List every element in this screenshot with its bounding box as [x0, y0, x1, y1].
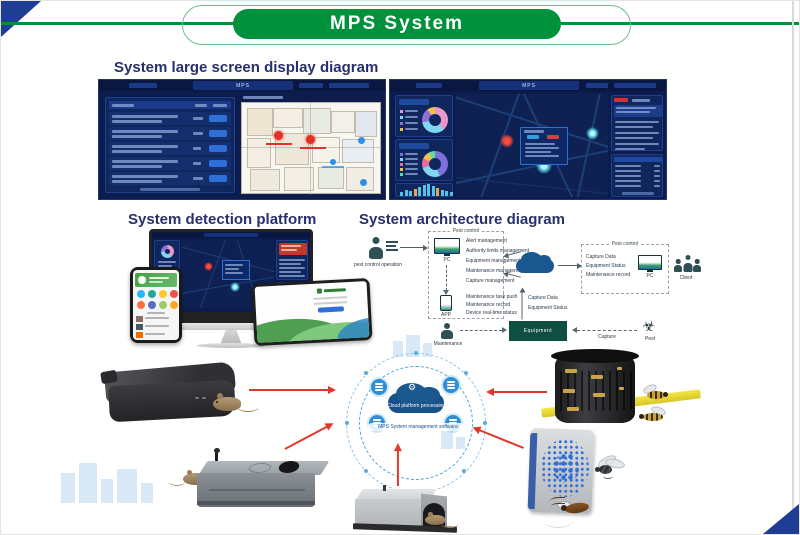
left-box-title: Pest control: [449, 228, 483, 234]
detection-tablet: [251, 277, 373, 347]
pc-label-right: PC: [646, 273, 654, 279]
right-item-2: Maintenance record: [586, 272, 631, 278]
pc-monitor-icon-right: [638, 255, 662, 270]
alert-feed-panel: [611, 95, 663, 151]
device-marker-blue: [358, 137, 365, 144]
brand-pill: MPS System: [233, 9, 561, 39]
dashboard-map-screen: MPS: [389, 79, 667, 200]
left-item-0: Alert management: [466, 238, 507, 244]
app-item-1: Maintenance record: [466, 302, 511, 308]
section-heading-detection: System detection platform: [128, 211, 317, 228]
dashboard2-topbar: MPS: [390, 80, 666, 91]
dashboard1-topbar: MPS: [99, 80, 385, 91]
arrow-equipment-to-cloud: [521, 291, 523, 320]
operator-icon: [368, 237, 384, 259]
satellite-network-icon: [443, 377, 459, 393]
arrow-operator-to-box: [400, 244, 428, 251]
cloud-platform-label: Cloud platform processing: [386, 403, 446, 409]
gear-icon: ⚙: [408, 382, 417, 392]
biohazard-icon: ☣: [642, 318, 656, 335]
pest-to-equipment-dashes: [577, 330, 637, 331]
skyline-watermark: [61, 473, 75, 503]
map-alert-dot: [500, 134, 514, 148]
device-wasp-trap: [539, 347, 707, 435]
section-heading-architecture: System architecture diagram: [359, 211, 565, 228]
dashboard2-title: MPS: [479, 81, 579, 90]
app-icon-blue: [137, 290, 145, 298]
pc-to-app-connector: [446, 265, 447, 291]
client-label: Client: [679, 275, 693, 281]
app-phone-icon: [440, 295, 452, 311]
device-box-trap: [351, 479, 469, 534]
device-smart-trap: [169, 447, 339, 527]
client-group-icon: [674, 255, 701, 273]
platform-circle: ⚙ Cloud platform processing MPS System m…: [345, 351, 487, 494]
maintenance-to-equipment-dashes: [460, 330, 502, 331]
detection-phone: [130, 267, 182, 343]
donut-panel-2: [395, 139, 453, 181]
dashboard1-alert-list: [105, 97, 235, 193]
red-arrow-bait-station: [249, 385, 336, 395]
app-item-2: Device real-time status: [466, 310, 517, 316]
right-item-0: Capture Data: [586, 254, 616, 260]
left-item-4: Capture management: [466, 278, 515, 284]
right-item-1: Equipment Status: [586, 263, 626, 269]
tablet-login-button: [317, 306, 345, 313]
operator-label: pest control operation: [353, 262, 403, 268]
dashboard1-title: MPS: [193, 81, 293, 90]
page-edge-line: [792, 1, 794, 534]
corner-triangle-top-left: [1, 1, 41, 37]
header-capsule-outline: [182, 5, 631, 45]
left-item-2: Equipment management: [466, 258, 521, 264]
pest-control-box-right: Pest control: [581, 241, 669, 294]
architecture-diagram: pest control operation Pest control PC A…: [354, 228, 701, 351]
alarm-marker-red: [274, 131, 283, 140]
right-box-title: Pest control: [608, 241, 642, 247]
inner-ring: [359, 366, 473, 480]
bar-chart-panel: [395, 183, 453, 197]
cloud-icon: [516, 251, 554, 273]
left-item-1: Authority limits management: [466, 248, 530, 254]
pc-label-left: PC: [443, 257, 451, 263]
satellite-cloud-icon: [371, 379, 387, 395]
equipment-label: Equipment: [523, 328, 553, 334]
maintenance-label: Maintenance: [433, 341, 463, 347]
arrow-cloud-to-right-box: [558, 262, 582, 269]
alarm-marker-red2: [306, 135, 315, 144]
capture-label: Capture: [598, 334, 616, 340]
stats-table-panel: [611, 154, 663, 197]
city-map: [456, 94, 608, 197]
upload-label-1: Equipment Status: [528, 305, 568, 311]
floor-plan-image: [241, 102, 382, 195]
monitor-stand: [220, 330, 242, 344]
maintenance-person-icon: [440, 323, 454, 339]
monitor-chin: [149, 323, 313, 330]
cloud-platform-icon: [388, 382, 444, 413]
equipment-box: Equipment: [509, 321, 567, 341]
device-bait-station: [99, 357, 259, 431]
section-heading-large-screen: System large screen display diagram: [114, 59, 379, 76]
red-arrow-wasp-trap: [486, 387, 547, 397]
left-item-3: Maintenance management: [466, 268, 526, 274]
corner-triangle-bottom-right: [763, 504, 799, 534]
pest-label: Pest: [644, 336, 655, 342]
monitor-base: [197, 343, 265, 348]
donut-panel-1: [395, 95, 453, 137]
device-insect-killer: [523, 425, 639, 533]
pc-monitor-icon-left: [434, 238, 460, 254]
app-label: APP: [440, 312, 451, 318]
dashboard-floorplan-screen: MPS: [98, 79, 386, 200]
page-title: MPS System: [329, 13, 465, 34]
app-item-0: Maintenance task push: [466, 294, 518, 300]
upload-label-0: Capture Data: [528, 295, 558, 301]
platform-subtitle: MPS System management software: [368, 423, 468, 431]
map-popup: [520, 127, 568, 165]
